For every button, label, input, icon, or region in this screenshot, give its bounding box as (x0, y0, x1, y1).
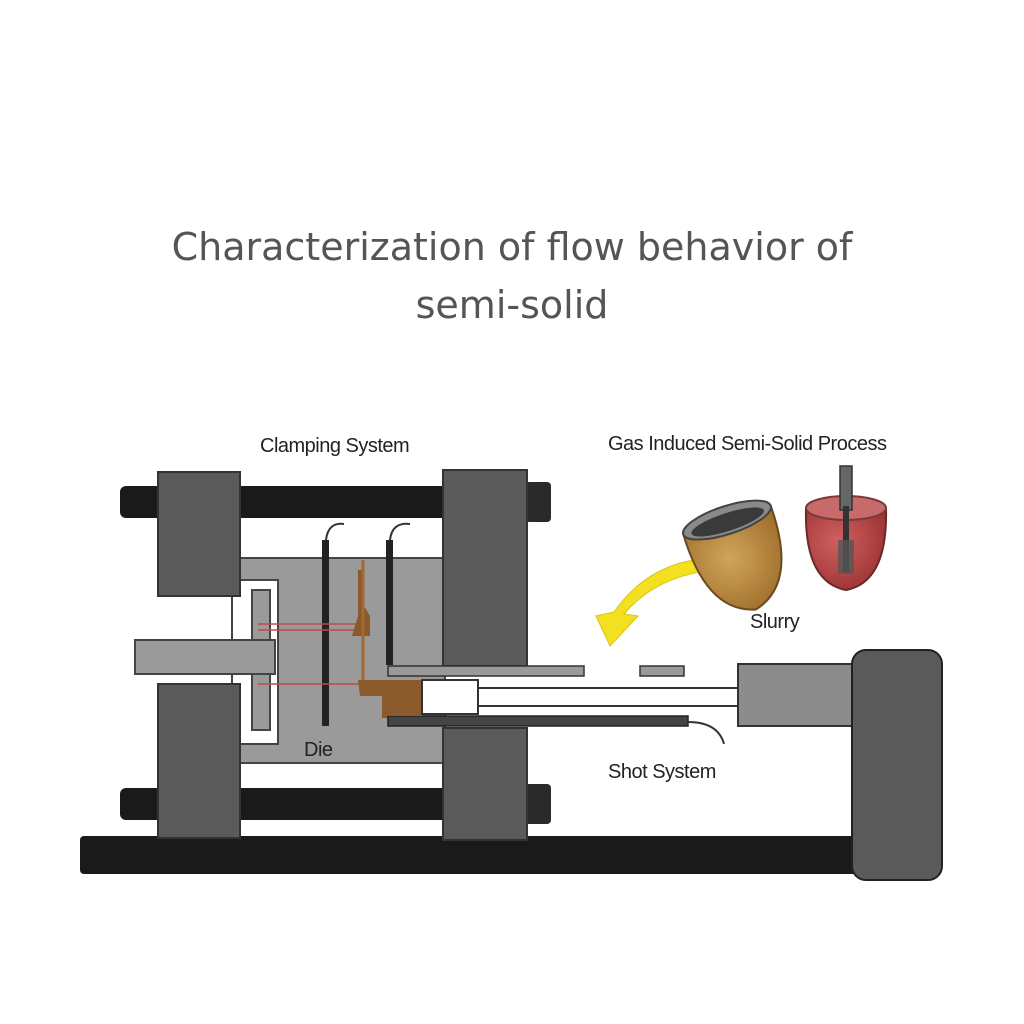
slurry-gate (358, 680, 388, 718)
slurry-charge (386, 680, 422, 716)
tie-bar-bottom-nut (525, 784, 551, 824)
ejector-bar (134, 639, 276, 675)
shot-sleeve-bottom (387, 715, 689, 727)
gas-crucible (804, 465, 888, 592)
slurry-crucible (682, 499, 783, 611)
label-shot-system: Shot System (608, 761, 716, 783)
moving-platen-bottom (442, 727, 528, 841)
fixed-platen-bottom (157, 683, 241, 839)
title-line-1: Characterization of flow behavior of (171, 225, 853, 269)
base-rail (80, 836, 860, 874)
sensor-rod-right (386, 540, 393, 665)
plunger-rod (477, 687, 741, 707)
label-slurry: Slurry (750, 611, 800, 633)
slurry-channel (352, 570, 370, 636)
fixed-platen-top (157, 471, 241, 597)
label-die: Die (304, 739, 333, 761)
probe-lines (258, 623, 370, 685)
title-line-2: semi-solid (415, 283, 609, 327)
sensor-wire-right (389, 522, 411, 541)
shot-sleeve-top (387, 665, 585, 677)
sensor-rod-left (322, 540, 329, 726)
label-clamping-system: Clamping System (260, 435, 409, 457)
diagram-title: Characterization of flow behavior of sem… (0, 218, 1024, 334)
shot-actuator (851, 649, 943, 881)
label-gas-process: Gas Induced Semi-Solid Process (608, 433, 887, 455)
pour-hole-cover (639, 665, 685, 677)
sensor-wire-left (325, 522, 345, 541)
moving-platen-top (442, 469, 528, 667)
plunger-tip (421, 679, 479, 715)
pour-arrow (595, 557, 715, 647)
shot-cable (687, 721, 725, 745)
tie-bar-top-nut (525, 482, 551, 522)
shot-cylinder (737, 663, 861, 727)
